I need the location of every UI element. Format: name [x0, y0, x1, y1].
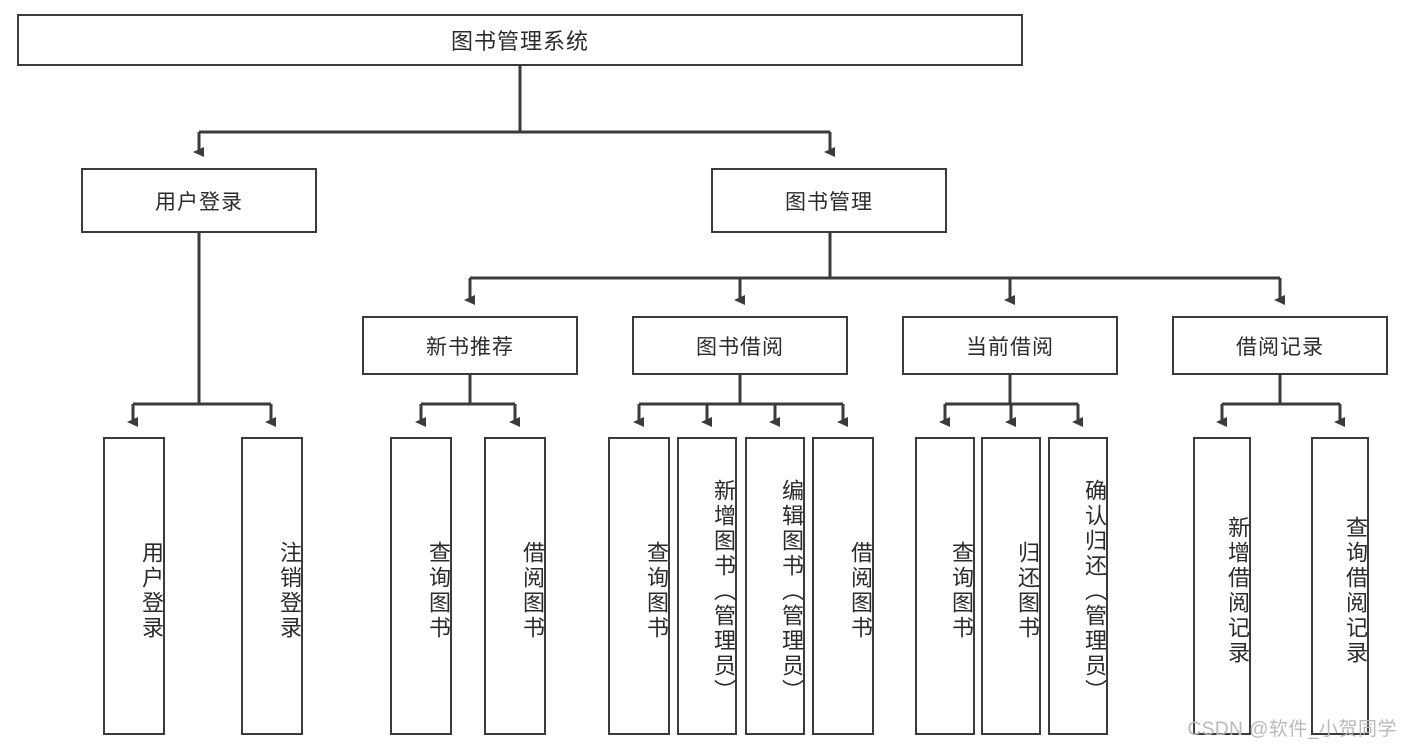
node-label: 借阅记录	[1236, 335, 1324, 359]
node-label: 编辑图书（管理员）	[779, 478, 804, 704]
node-label: 查询图书	[644, 541, 669, 641]
leaf-borrow-borrow-book[interactable]: 借阅图书	[812, 437, 874, 735]
leaf-user-login-logout[interactable]: 注销登录	[241, 437, 303, 735]
node-current-borrow[interactable]: 当前借阅	[902, 316, 1118, 375]
node-root-system[interactable]: 图书管理系统	[17, 14, 1023, 66]
node-label: 查询借阅记录	[1343, 516, 1368, 666]
node-book-borrow[interactable]: 图书借阅	[632, 316, 848, 375]
node-label: 图书管理系统	[450, 29, 589, 54]
node-label: 图书管理	[785, 190, 873, 214]
leaf-current-query-book[interactable]: 查询图书	[915, 437, 975, 735]
leaf-current-return-book[interactable]: 归还图书	[981, 437, 1041, 735]
node-label: 借阅图书	[520, 541, 545, 641]
leaf-record-add-record[interactable]: 新增借阅记录	[1193, 437, 1251, 735]
node-label: 查询图书	[949, 541, 974, 641]
node-label: 新书推荐	[426, 335, 514, 359]
node-borrow-record[interactable]: 借阅记录	[1172, 316, 1388, 375]
node-label: 当前借阅	[966, 335, 1054, 359]
leaf-recommend-borrow-book[interactable]: 借阅图书	[484, 437, 546, 735]
leaf-recommend-query-book[interactable]: 查询图书	[390, 437, 452, 735]
node-label: 确认归还（管理员）	[1082, 478, 1107, 704]
node-label: 用户登录	[139, 541, 164, 641]
leaf-borrow-query-book[interactable]: 查询图书	[608, 437, 670, 735]
leaf-current-confirm-return[interactable]: 确认归还（管理员）	[1048, 437, 1108, 735]
leaf-borrow-add-book[interactable]: 新增图书（管理员）	[677, 437, 737, 735]
node-user-login[interactable]: 用户登录	[81, 168, 317, 233]
leaf-record-query-record[interactable]: 查询借阅记录	[1311, 437, 1369, 735]
node-label: 新增图书（管理员）	[711, 478, 736, 704]
leaf-user-login-login[interactable]: 用户登录	[103, 437, 165, 735]
node-book-management[interactable]: 图书管理	[711, 168, 947, 233]
node-label: 查询图书	[426, 541, 451, 641]
node-label: 图书借阅	[696, 335, 784, 359]
node-label: 借阅图书	[848, 541, 873, 641]
node-label: 用户登录	[155, 190, 243, 214]
node-label: 归还图书	[1015, 541, 1040, 641]
node-new-book-recommend[interactable]: 新书推荐	[362, 316, 578, 375]
node-label: 注销登录	[277, 541, 302, 641]
watermark: CSDN @软件_小贺同学	[1187, 719, 1397, 740]
leaf-borrow-edit-book[interactable]: 编辑图书（管理员）	[745, 437, 805, 735]
node-label: 新增借阅记录	[1225, 516, 1250, 666]
